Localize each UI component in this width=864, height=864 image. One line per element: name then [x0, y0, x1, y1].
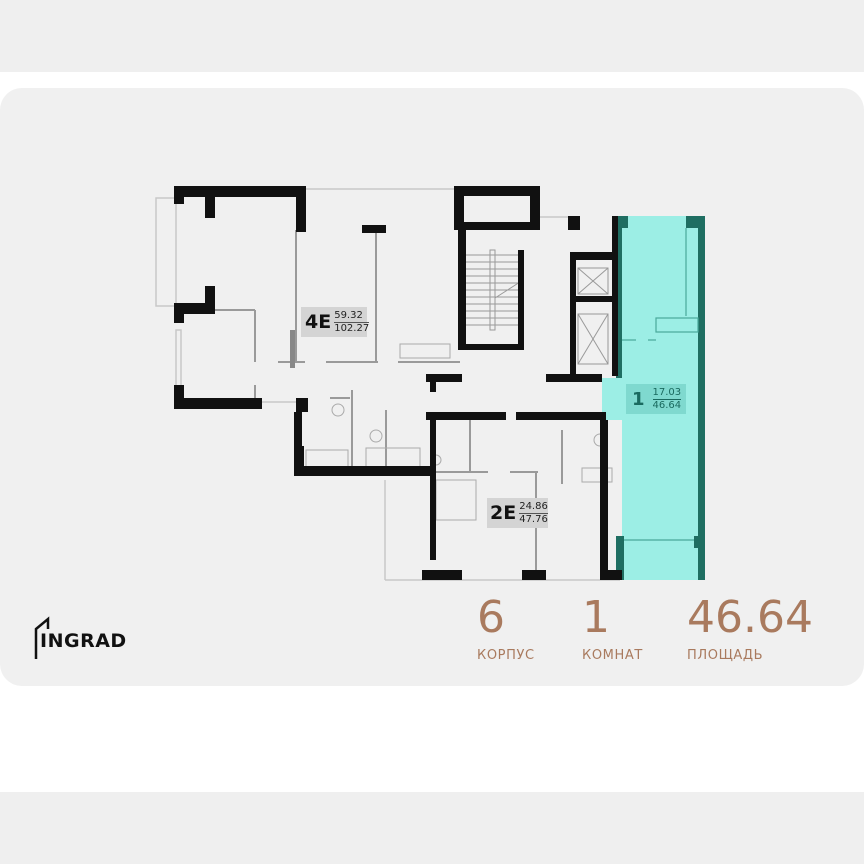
living-area: 24.86: [519, 500, 548, 514]
area-value: 46.64: [687, 592, 813, 643]
top-band: [0, 0, 864, 72]
building-value: 6: [477, 592, 505, 643]
ingrad-logo-icon: [34, 616, 50, 659]
rooms-label: КОМНАТ: [582, 648, 643, 663]
apartment-code: 2E: [490, 502, 517, 524]
area-label: ПЛОЩАДЬ: [687, 648, 764, 663]
apartment-badge-4e[interactable]: 4E 59.32 102.27: [301, 307, 370, 337]
apartment-code: 4E: [305, 311, 332, 333]
bottom-band: [0, 792, 864, 864]
brand-logo: INGRAD: [40, 630, 127, 652]
apartment-badge-2e[interactable]: 2E 24.86 47.76: [487, 498, 548, 528]
apartment-code: 1: [632, 388, 645, 410]
building-label: КОРПУС: [477, 648, 535, 663]
living-area: 59.32: [334, 310, 370, 323]
total-area: 46.64: [652, 399, 682, 411]
stat-rooms: 1 КОМНАТ: [582, 592, 643, 664]
stat-area: 46.64 ПЛОЩАДЬ: [687, 592, 813, 664]
living-area: 17.03: [652, 386, 682, 400]
stat-building: 6 КОРПУС: [477, 592, 535, 664]
total-area: 102.27: [334, 322, 370, 334]
total-area: 47.76: [519, 513, 548, 525]
rooms-value: 1: [582, 592, 610, 643]
apartment-badge-1-selected[interactable]: 1 17.03 46.64: [626, 384, 686, 414]
